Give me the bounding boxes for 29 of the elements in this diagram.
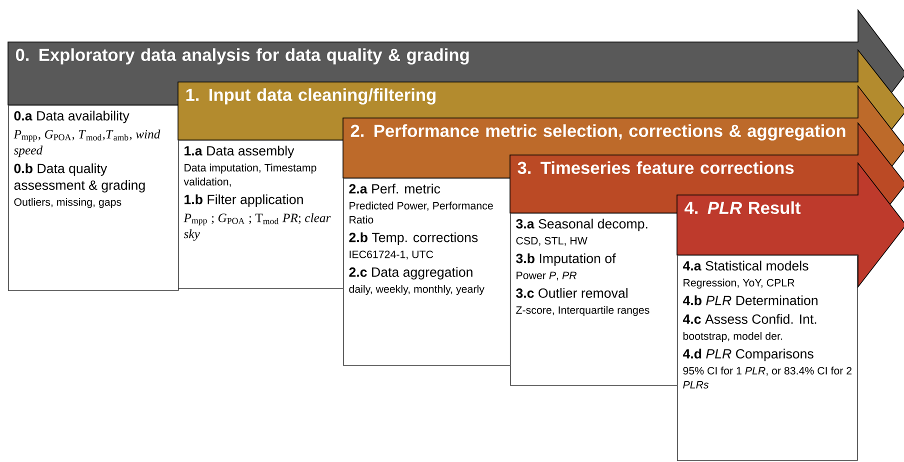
step-detail: IEC61724-1, UTC [350, 250, 434, 260]
step-box [343, 178, 511, 366]
step-heading: 2.a Perf. metric [349, 184, 440, 194]
step-box [677, 255, 858, 461]
step-heading: 4.a Statistical models [682, 260, 808, 271]
step-heading: 4.c Assess Confid. Int. [682, 314, 816, 324]
step-detail: daily, weekly, monthly, yearly [349, 285, 484, 295]
step-heading: 1.b Filter application [184, 194, 303, 207]
variable-list: P$_{mpp}$ ; G$_{POA}$ ; T$_{mod}$ PR; clear sky [184, 213, 331, 241]
step-heading: 2.b Temp. corrections [349, 232, 478, 245]
step-heading: 4.b PLR Determination [682, 295, 818, 306]
step-heading: 0.b Data quality assessment & grading [14, 163, 145, 192]
step-box [510, 213, 678, 386]
step-detail: Z-score, Interquartile ranges [516, 306, 650, 316]
step-heading: 1.a Data assembly [184, 146, 294, 158]
step-detail: Regression, YoY, CPLR [684, 278, 794, 289]
step-heading: 4.d PLR Comparisons [682, 348, 814, 362]
step-box [178, 140, 344, 289]
step-detail: Power P, PR [516, 272, 576, 280]
step-detail: CSD, STL, HW [516, 236, 588, 246]
step-detail: bootstrap, model der. [683, 332, 782, 342]
step-detail: Outliers, missing, gaps [14, 198, 122, 208]
step-heading: 2.c Data aggregation [349, 267, 472, 280]
step-heading: 3.c Outlier removal [516, 288, 628, 298]
step-box [8, 105, 179, 291]
step-heading: 0.a Data availability [14, 110, 130, 124]
step-heading: 3.b Imputation of [516, 253, 616, 266]
step-heading: 3.a Seasonal decomp. [516, 218, 648, 232]
step-detail: 95% CI for 1 PLR, or 83.4% CI for 2 PLRs [683, 366, 852, 388]
